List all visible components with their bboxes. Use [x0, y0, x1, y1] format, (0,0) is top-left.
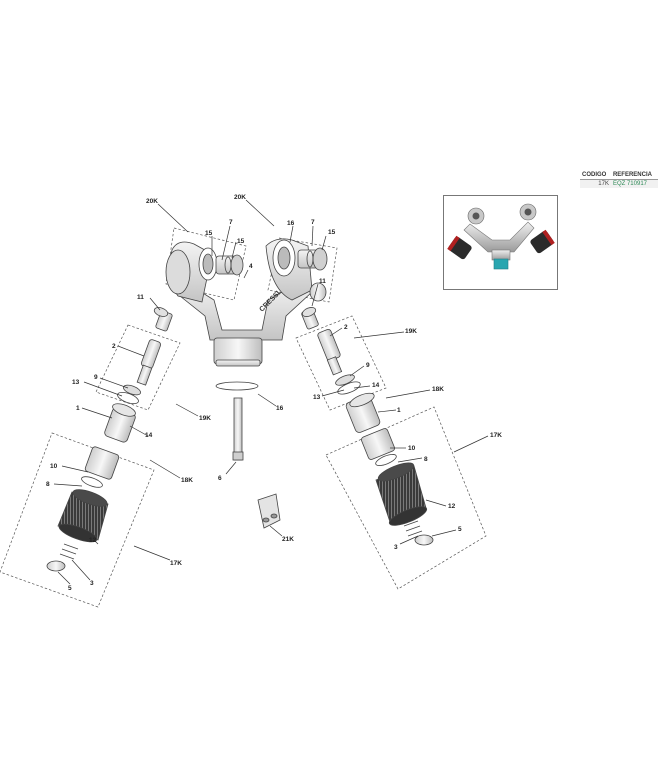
kit-box-17k-left — [0, 432, 155, 608]
valve-photo-icon — [447, 203, 555, 270]
header-reference: REFERENCIA — [610, 171, 658, 180]
right-valve-head — [265, 238, 328, 302]
label-14-right: 14 — [372, 382, 380, 389]
label-19k-right: 19K — [405, 328, 417, 335]
left-screw-5 — [46, 560, 66, 572]
kit-box-20k-right — [267, 237, 338, 303]
label-5-left: 5 — [68, 585, 72, 592]
cell-reference: EQZ 710917 — [610, 179, 658, 188]
label-16-ring: 16 — [276, 405, 284, 412]
table-row: 17K EQZ 710917 — [580, 179, 658, 188]
right-stem-11 — [301, 307, 319, 330]
label-5-right: 5 — [458, 526, 462, 533]
kit-box-17k-right — [325, 406, 487, 590]
label-1-left: 1 — [76, 405, 80, 412]
right-bonnet-1 — [345, 392, 381, 433]
label-2-left: 2 — [112, 343, 116, 350]
right-nut-10 — [361, 428, 397, 466]
right-spring-3 — [403, 520, 423, 537]
left-knob-12 — [57, 489, 109, 543]
label-13-left: 13 — [72, 379, 80, 386]
cell-code: 17K — [580, 179, 611, 188]
label-3-left: 3 — [90, 580, 94, 587]
label-11-left: 11 — [137, 294, 144, 301]
part-labels: 20K 20K 7 15 15 16 7 15 4 11 11 2 9 13 1… — [46, 194, 502, 592]
label-11-right: 11 — [319, 278, 326, 285]
right-spindle-2 — [317, 328, 343, 376]
label-1-right: 1 — [397, 407, 401, 414]
label-20k-right: 20K — [234, 194, 246, 201]
right-knob-12 — [375, 462, 428, 526]
label-16-top: 16 — [287, 220, 295, 227]
label-17k-right: 17K — [490, 432, 502, 439]
label-12-right: 12 — [448, 503, 456, 510]
leader-lines — [53, 199, 489, 585]
label-7-left: 7 — [229, 219, 233, 226]
header-code: CODIGO — [580, 171, 611, 180]
y-manifold-body: CRESSI — [179, 281, 313, 367]
label-7-right: 7 — [311, 219, 315, 226]
label-18k-left: 18K — [181, 477, 193, 484]
label-14-left: 14 — [145, 432, 153, 439]
label-20k-left: 20K — [146, 198, 158, 205]
label-10-left: 10 — [50, 463, 58, 470]
kit-box-19k-right — [295, 315, 387, 411]
label-8-left: 8 — [46, 481, 50, 488]
label-15-left-a: 15 — [205, 230, 213, 237]
left-bonnet-1 — [104, 403, 136, 443]
label-10-right: 10 — [408, 445, 416, 452]
label-3-right: 3 — [394, 544, 398, 551]
left-nut-10 — [81, 446, 120, 488]
bracket-21k — [257, 493, 281, 529]
label-9-right: 9 — [366, 362, 370, 369]
left-spring-3 — [59, 543, 79, 560]
label-6: 6 — [218, 475, 222, 482]
label-15-left-b: 15 — [237, 238, 245, 245]
label-18k-right: 18K — [432, 386, 444, 393]
label-13-right: 13 — [313, 394, 321, 401]
left-washers-9-13 — [117, 384, 141, 405]
label-9-left: 9 — [94, 374, 98, 381]
right-screw-5 — [414, 534, 434, 546]
label-15-right: 15 — [328, 229, 336, 236]
left-valve-head — [165, 241, 244, 303]
label-12-left: 12 — [89, 537, 97, 544]
label-2-right: 2 — [344, 324, 348, 331]
center-o-ring-16 — [215, 381, 259, 391]
label-8-right: 8 — [424, 456, 428, 463]
product-photo-frame — [443, 195, 558, 290]
right-washers-9-13-14 — [335, 374, 361, 395]
label-19k-left: 19K — [199, 415, 211, 422]
label-17k-left: 17K — [170, 560, 182, 567]
label-21k: 21K — [282, 536, 294, 543]
kit-box-19k-left — [95, 324, 181, 411]
left-stem-11 — [153, 307, 173, 332]
label-4: 4 — [249, 263, 253, 270]
dip-tube-6 — [232, 397, 244, 461]
left-spindle-2 — [136, 339, 161, 386]
reference-table: CODIGO REFERENCIA 17K EQZ 710917 — [580, 171, 658, 188]
